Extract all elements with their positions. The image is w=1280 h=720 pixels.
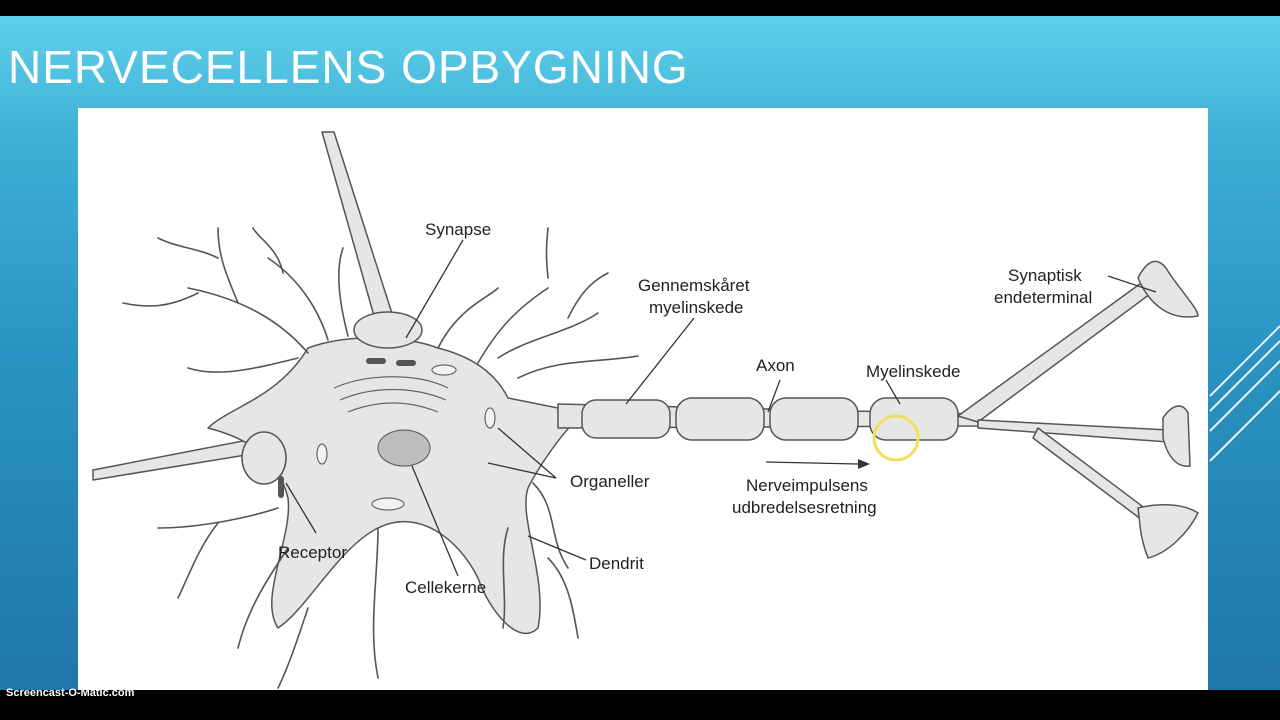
- dendrite: [567, 272, 609, 319]
- synapse-knob-left: [241, 431, 287, 485]
- dendrite: [157, 237, 219, 259]
- label-synaptisk-line1: Synaptisk: [1008, 266, 1082, 285]
- dendrite: [177, 522, 219, 599]
- mitochondrion: [484, 407, 496, 429]
- terminal-branch-mid: [977, 419, 1169, 443]
- leader-cellekerne: [411, 465, 459, 577]
- incoming-axon-top: [321, 131, 397, 331]
- leader-synaptisk: [1107, 275, 1157, 293]
- leader-axon: [767, 379, 781, 413]
- myelin-segment-1: [675, 397, 765, 441]
- dendrite: [477, 287, 549, 364]
- dendrite: [338, 247, 349, 337]
- decorative-lines: [1209, 325, 1280, 462]
- dendrite: [187, 357, 299, 373]
- slide-title: NERVECELLENS OPBYGNING: [8, 41, 689, 93]
- dendrite: [252, 227, 284, 274]
- myelin-cut-segment: [581, 399, 671, 439]
- mitochondrion: [371, 497, 405, 511]
- slide: NERVECELLENS OPBYGNING: [0, 16, 1280, 690]
- receptor-mark: [278, 476, 284, 498]
- bottom-letterbox: [0, 690, 1280, 720]
- dendrite: [547, 557, 579, 639]
- dendrite: [187, 287, 309, 354]
- neuron-diagram: Synapse Gennemskåret myelinskede Axon My…: [78, 108, 1208, 690]
- golgi: [347, 402, 439, 413]
- cursor-highlight: [872, 414, 920, 462]
- neuron-illustration: [92, 131, 1199, 689]
- impulse-arrow-head: [858, 459, 870, 469]
- cell-body: [207, 337, 579, 635]
- synapse-knob-top: [353, 311, 423, 349]
- leader-receptor: [285, 482, 317, 534]
- incoming-axon-left: [92, 437, 265, 481]
- dendrite: [267, 257, 329, 341]
- label-synaptisk-line2: endeterminal: [994, 288, 1093, 307]
- dendrite: [157, 507, 279, 529]
- mitochondrion: [431, 364, 457, 376]
- myelin-segment-3: [869, 397, 959, 441]
- dendrite: [532, 482, 569, 569]
- top-letterbox: [0, 0, 1280, 16]
- dendrite: [502, 527, 509, 629]
- leader-organeller-2: [487, 462, 557, 479]
- terminal-ending-low: [1137, 503, 1199, 559]
- dendrite: [517, 355, 639, 379]
- leader-myelinskede: [885, 379, 901, 405]
- impulse-arrow-shaft: [765, 461, 859, 465]
- mitochondrion: [316, 443, 328, 465]
- golgi: [339, 388, 447, 401]
- terminal-ending-top: [1137, 260, 1199, 318]
- label-gennemskaaret-line2: myelinskede: [649, 298, 744, 317]
- label-receptor: Receptor: [278, 543, 347, 562]
- receptor-mark: [396, 360, 416, 366]
- dendrite: [217, 227, 239, 304]
- dendrite: [237, 547, 289, 649]
- dendrite: [277, 607, 309, 689]
- leader-gennemskaaret: [625, 317, 695, 405]
- dendrite: [545, 227, 549, 279]
- label-synapse: Synapse: [425, 220, 492, 239]
- dendrite: [497, 312, 599, 359]
- leader-organeller-1: [497, 427, 557, 479]
- golgi: [333, 376, 449, 389]
- label-dendrit: Dendrit: [589, 554, 644, 573]
- label-organeller: Organeller: [570, 472, 650, 491]
- label-myelinskede: Myelinskede: [866, 362, 961, 381]
- label-nerveimpuls-line2: udbredelsesretning: [732, 498, 877, 517]
- terminal-ending-mid: [1162, 405, 1191, 467]
- myelin-segment-2: [769, 397, 859, 441]
- label-gennemskaaret-line1: Gennemskåret: [638, 276, 750, 295]
- receptor-mark: [366, 358, 386, 364]
- dendrite: [372, 527, 379, 679]
- dendrite: [122, 292, 199, 307]
- dendrite: [437, 287, 499, 349]
- leader-dendrit: [527, 535, 587, 561]
- label-axon: Axon: [756, 356, 795, 375]
- label-cellekerne: Cellekerne: [405, 578, 487, 597]
- watermark: Screencast-O-Matic.com: [6, 687, 135, 699]
- leader-synapse: [405, 239, 464, 339]
- nucleus: [377, 429, 431, 467]
- label-nerveimpuls-line1: Nerveimpulsens: [746, 476, 868, 495]
